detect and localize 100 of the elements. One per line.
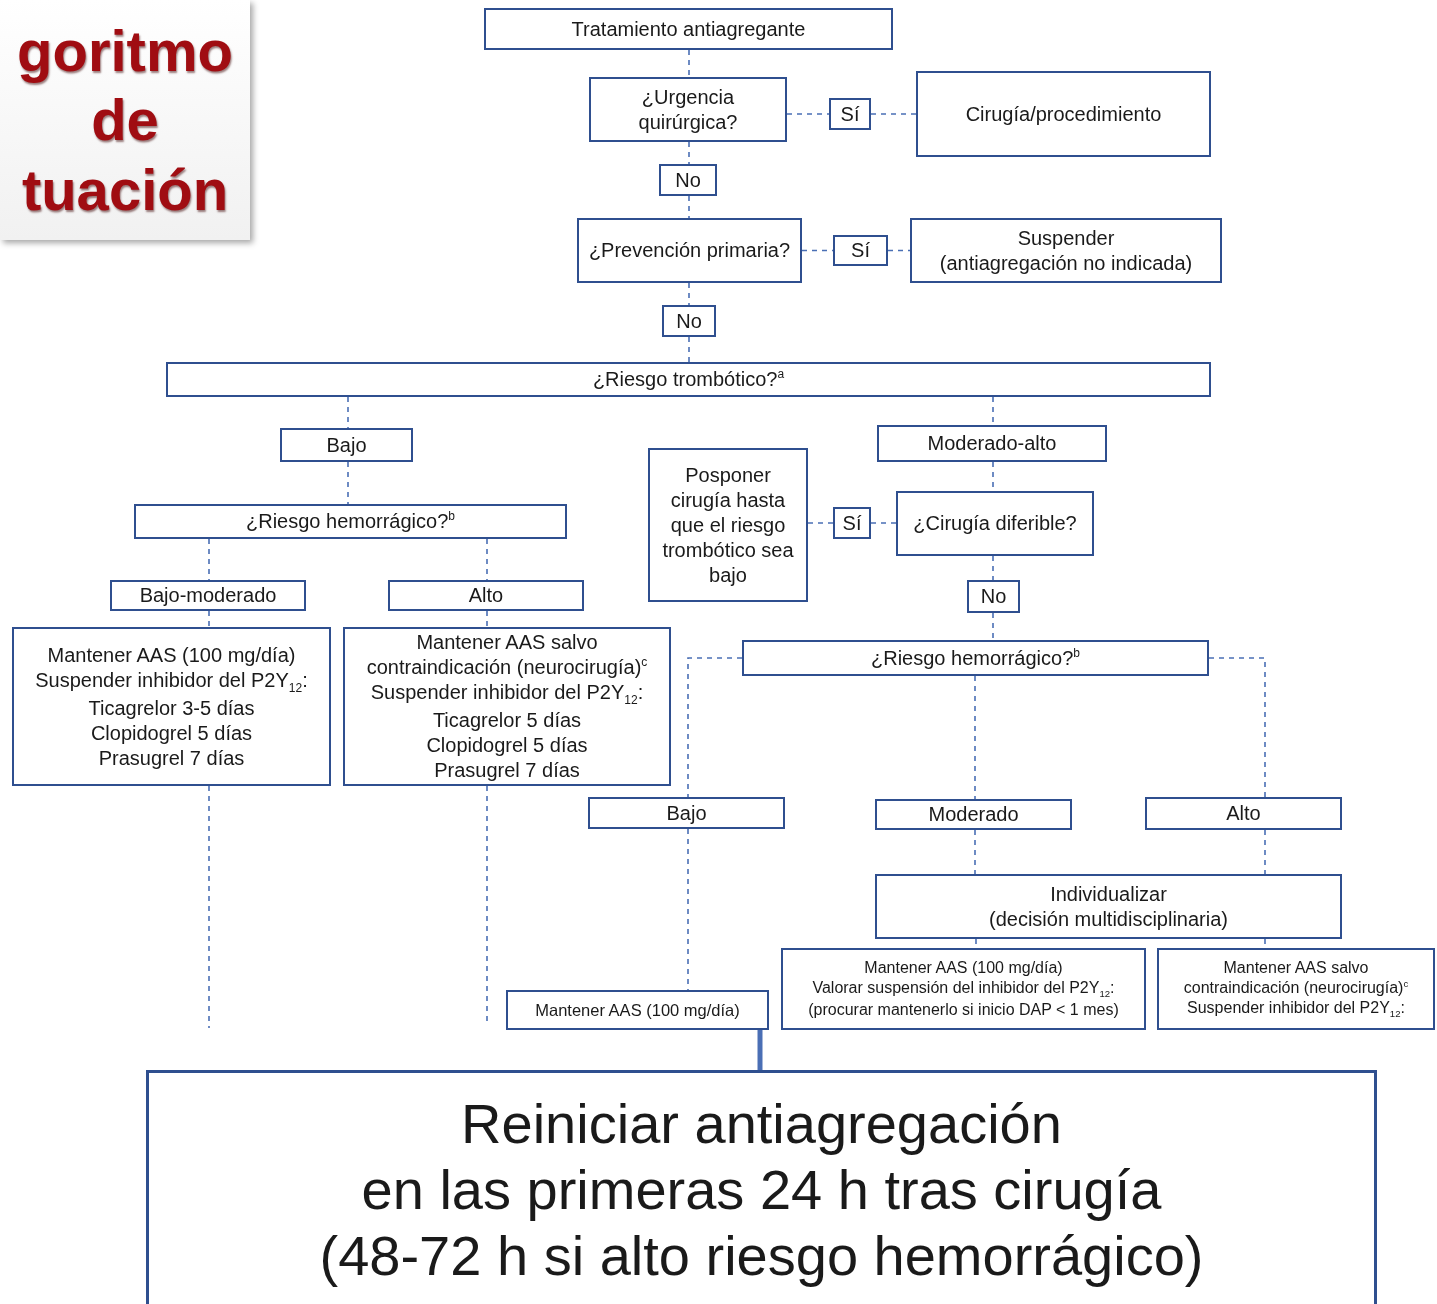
- node-text: No: [980, 584, 1007, 609]
- category-box: [110, 580, 306, 611]
- node-text: Sí: [842, 510, 862, 536]
- node-text: Posponer cirugía hasta que el riesgo trombótico sea bajo: [661, 462, 795, 588]
- process-box: [875, 874, 1342, 939]
- node-text: Sí: [851, 238, 870, 263]
- connector-line: [347, 396, 349, 429]
- node-text: Reiniciar antiagregación: [461, 1090, 1062, 1157]
- connector-line: [688, 49, 690, 78]
- process-box: [910, 218, 1222, 283]
- decision-box: [896, 491, 1094, 556]
- node-text: Mantener AAS salvo contraindicación (neurocirugía)$^{c}$: [365, 630, 649, 680]
- node-text: Bajo: [326, 432, 367, 458]
- node-text: (antiagregación no indicada): [939, 250, 1193, 276]
- node-text: en las primeras 24 h tras cirugía: [361, 1156, 1162, 1223]
- node-text: ¿Urgencia quirúrgica?: [637, 84, 739, 135]
- answer-box: [833, 235, 888, 266]
- category-box: [280, 428, 413, 462]
- connector-line: [870, 522, 897, 524]
- decision-box: [577, 218, 802, 283]
- connector-line: [974, 829, 976, 875]
- node-text: Alto: [1226, 801, 1261, 826]
- node-text: Suspender inhibidor del P2Y$_{12}$:: [35, 667, 308, 696]
- answer-box: [833, 507, 871, 539]
- answer-box: [967, 580, 1020, 613]
- node-text: No: [676, 308, 702, 334]
- category-box: [588, 797, 785, 829]
- node-text: Cirugía/procedimiento: [965, 101, 1162, 127]
- answer-box: [829, 98, 871, 130]
- node-text: Moderado-alto: [927, 431, 1057, 456]
- category-box: [388, 580, 584, 611]
- node-text: Clopidogrel 5 días: [90, 720, 253, 746]
- category-box: [1145, 797, 1342, 830]
- connector-line: [486, 610, 488, 628]
- node-text: Suspender inhibidor del P2Y$_{12}$:: [370, 680, 644, 708]
- node-text: Mantener AAS salvo contraindicación (neurocirugía)$^{c}$: [1182, 957, 1410, 999]
- title: goritmo de tuación: [16, 16, 234, 224]
- connector-line: [1264, 829, 1266, 875]
- category-box: [877, 425, 1107, 462]
- node-text: Sí: [840, 101, 860, 127]
- connector-line: [887, 249, 911, 252]
- node-text: Individualizar: [1050, 881, 1167, 907]
- node-text: ¿Riesgo hemorrágico?$^{b}$: [871, 645, 1080, 671]
- node-text: Prasugrel 7 días: [434, 758, 580, 783]
- connector-line: [807, 522, 834, 524]
- process-box: [781, 948, 1146, 1030]
- connector-line: [208, 538, 210, 581]
- node-text: Mantener AAS (100 mg/día): [47, 642, 296, 668]
- node-text: No: [675, 167, 701, 193]
- node-text: Suspender inhibidor del P2Y$_{12}$:: [1187, 998, 1405, 1021]
- decision-box: [742, 640, 1209, 676]
- connector-line: [687, 828, 689, 991]
- connector-line: [486, 538, 488, 581]
- connector-line: [688, 282, 690, 306]
- connector-line: [757, 1030, 763, 1070]
- node-text: ¿Riesgo trombótico?$^{a}$: [592, 367, 785, 392]
- node-text: Bajo: [666, 800, 707, 826]
- node-text: Suspender: [1017, 225, 1115, 251]
- process-box: [506, 990, 769, 1030]
- process-box: [916, 71, 1211, 157]
- process-box: [343, 627, 671, 786]
- connector-line: [974, 675, 976, 800]
- process-box: [484, 8, 893, 50]
- node-text: Moderado: [928, 802, 1019, 827]
- node-text: Bajo-moderado: [139, 583, 277, 608]
- node-text: (decisión multidisciplinaria): [989, 906, 1228, 932]
- decision-box: [589, 77, 787, 142]
- process-box: [648, 448, 808, 602]
- node-text: ¿Cirugía diferible?: [913, 511, 1077, 536]
- node-text: Ticagrelor 3-5 días: [88, 695, 255, 721]
- connector-line: [992, 555, 994, 581]
- connector-line: [688, 195, 690, 219]
- connector-line: [347, 461, 349, 505]
- node-text: Clopidogrel 5 días: [426, 733, 588, 758]
- connector-line: [687, 657, 743, 798]
- node-text: (48-72 h si alto riesgo hemorrágico): [319, 1223, 1204, 1290]
- answer-box: [659, 164, 717, 196]
- node-text: Mantener AAS (100 mg/día): [535, 999, 740, 1021]
- process-box: [1157, 948, 1435, 1030]
- node-text: Ticagrelor 5 días: [432, 708, 582, 733]
- connector-line: [208, 610, 210, 628]
- node-text: Mantener AAS (100 mg/día): [864, 957, 1063, 978]
- decision-box: [134, 504, 567, 539]
- connector-line: [688, 336, 690, 363]
- connector-line: [1208, 657, 1266, 798]
- node-text: Alto: [468, 583, 504, 608]
- process-box: [12, 627, 331, 786]
- connector-line: [870, 113, 917, 115]
- connector-line: [688, 141, 690, 165]
- node-text: (procurar mantenerlo si inicio DAP < 1 mes): [808, 1000, 1119, 1021]
- node-text: ¿Riesgo hemorrágico?$^{b}$: [246, 509, 455, 534]
- connector-line: [208, 785, 210, 1029]
- result-box: [146, 1070, 1377, 1304]
- node-text: Tratamiento antiagregante: [571, 16, 806, 42]
- decision-box: [166, 362, 1211, 397]
- node-text: ¿Prevención primaria?: [588, 238, 791, 263]
- answer-box: [662, 305, 716, 337]
- connector-line: [786, 113, 830, 115]
- node-text: Valorar suspensión del inhibidor del P2Y$_{12}$:: [812, 977, 1115, 1001]
- connector-line: [992, 612, 994, 641]
